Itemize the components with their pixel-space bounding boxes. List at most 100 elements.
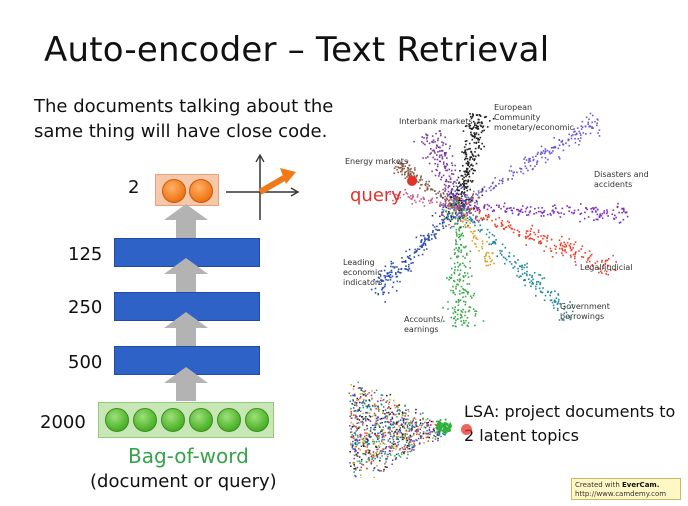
scatter-point bbox=[378, 283, 380, 285]
lsa-point bbox=[376, 456, 379, 459]
scatter-point bbox=[482, 217, 485, 219]
scatter-point bbox=[387, 292, 390, 294]
scatter-point bbox=[436, 158, 439, 161]
scatter-point bbox=[426, 234, 429, 237]
scatter-point bbox=[531, 238, 534, 240]
scatter-point bbox=[473, 235, 475, 238]
scatter-point bbox=[399, 162, 402, 164]
lsa-point bbox=[381, 399, 384, 402]
lsa-point bbox=[365, 428, 367, 431]
scatter-point bbox=[478, 114, 481, 116]
lsa-point bbox=[436, 433, 439, 435]
lsa-point bbox=[386, 416, 389, 418]
lsa-point bbox=[353, 465, 356, 467]
scatter-point bbox=[463, 181, 465, 183]
scatter-point bbox=[528, 238, 531, 240]
scatter-point bbox=[450, 257, 452, 260]
lsa-point bbox=[350, 431, 352, 433]
lsa-point bbox=[353, 437, 355, 439]
scatter-point bbox=[593, 219, 595, 221]
scatter-point bbox=[457, 193, 460, 196]
scatter-point bbox=[434, 152, 436, 154]
scatter-point bbox=[469, 204, 472, 207]
lsa-point bbox=[356, 399, 358, 402]
scatter-point bbox=[447, 212, 449, 215]
scatter-point bbox=[574, 137, 576, 140]
lsa-point bbox=[391, 446, 394, 448]
lsa-point bbox=[389, 427, 391, 429]
scatter-point bbox=[535, 295, 537, 297]
lsa-point bbox=[372, 459, 375, 462]
scatter-point bbox=[476, 219, 478, 222]
scatter-point bbox=[500, 207, 502, 210]
scatter-point bbox=[452, 204, 454, 207]
scatter-point bbox=[558, 157, 561, 160]
scatter-point bbox=[619, 221, 622, 224]
lsa-point bbox=[376, 454, 378, 456]
scatter-point bbox=[603, 210, 606, 212]
scatter-point bbox=[510, 227, 513, 230]
scatter-point bbox=[449, 205, 451, 208]
lsa-point bbox=[361, 438, 363, 440]
scatter-point bbox=[598, 135, 601, 137]
scatter-point bbox=[427, 233, 430, 235]
scatter-point bbox=[472, 164, 474, 167]
lsa-point bbox=[406, 425, 409, 428]
scatter-point bbox=[383, 275, 386, 277]
lsa-point bbox=[411, 429, 413, 431]
lsa-point bbox=[404, 435, 406, 438]
scatter-point bbox=[476, 209, 479, 212]
lsa-point bbox=[395, 421, 398, 423]
scatter-point bbox=[458, 264, 461, 266]
scatter-point bbox=[466, 272, 469, 275]
scatter-point bbox=[474, 230, 476, 232]
scatter-point bbox=[494, 225, 497, 227]
lsa-point bbox=[366, 449, 369, 451]
scatter-point bbox=[541, 152, 544, 154]
scatter-point bbox=[547, 291, 549, 293]
lsa-point bbox=[392, 412, 395, 415]
scatter-point bbox=[403, 193, 405, 196]
lsa-point bbox=[409, 424, 411, 426]
scatter-point bbox=[381, 288, 383, 291]
lsa-point bbox=[439, 422, 442, 424]
scatter-point bbox=[594, 120, 596, 123]
scatter-point bbox=[430, 148, 432, 150]
scatter-point bbox=[407, 172, 409, 175]
lsa-point bbox=[406, 421, 408, 423]
lsa-point bbox=[365, 434, 368, 437]
scatter-point bbox=[536, 153, 539, 155]
lsa-point bbox=[371, 398, 373, 400]
lsa-point bbox=[412, 419, 414, 422]
lsa-point bbox=[408, 448, 411, 450]
scatter-point bbox=[498, 217, 500, 219]
scatter-point bbox=[484, 260, 487, 263]
scatter-point bbox=[464, 196, 467, 198]
lsa-point bbox=[384, 425, 387, 427]
lsa-point bbox=[384, 431, 386, 434]
scatter-point bbox=[436, 154, 438, 156]
lsa-point bbox=[357, 387, 360, 389]
scatter-point bbox=[453, 181, 455, 183]
scatter-point bbox=[538, 287, 541, 290]
lsa-point bbox=[374, 405, 376, 408]
lsa-point bbox=[406, 424, 408, 426]
scatter-point bbox=[452, 312, 455, 315]
lsa-point bbox=[391, 430, 393, 433]
lsa-point bbox=[384, 466, 387, 468]
scatter-point bbox=[467, 206, 470, 208]
lsa-point bbox=[355, 469, 357, 471]
scatter-point bbox=[466, 157, 469, 160]
scatter-point bbox=[596, 122, 598, 125]
scatter-point bbox=[400, 166, 403, 169]
lsa-point bbox=[363, 402, 366, 405]
scatter-point bbox=[574, 130, 576, 133]
scatter-point bbox=[435, 237, 437, 240]
scatter-point bbox=[380, 279, 382, 281]
lsa-point bbox=[386, 456, 389, 458]
lsa-point bbox=[409, 441, 412, 443]
scatter-point bbox=[471, 153, 474, 155]
scatter-point bbox=[596, 124, 598, 127]
lsa-point bbox=[398, 409, 401, 411]
lsa-point bbox=[396, 446, 398, 448]
